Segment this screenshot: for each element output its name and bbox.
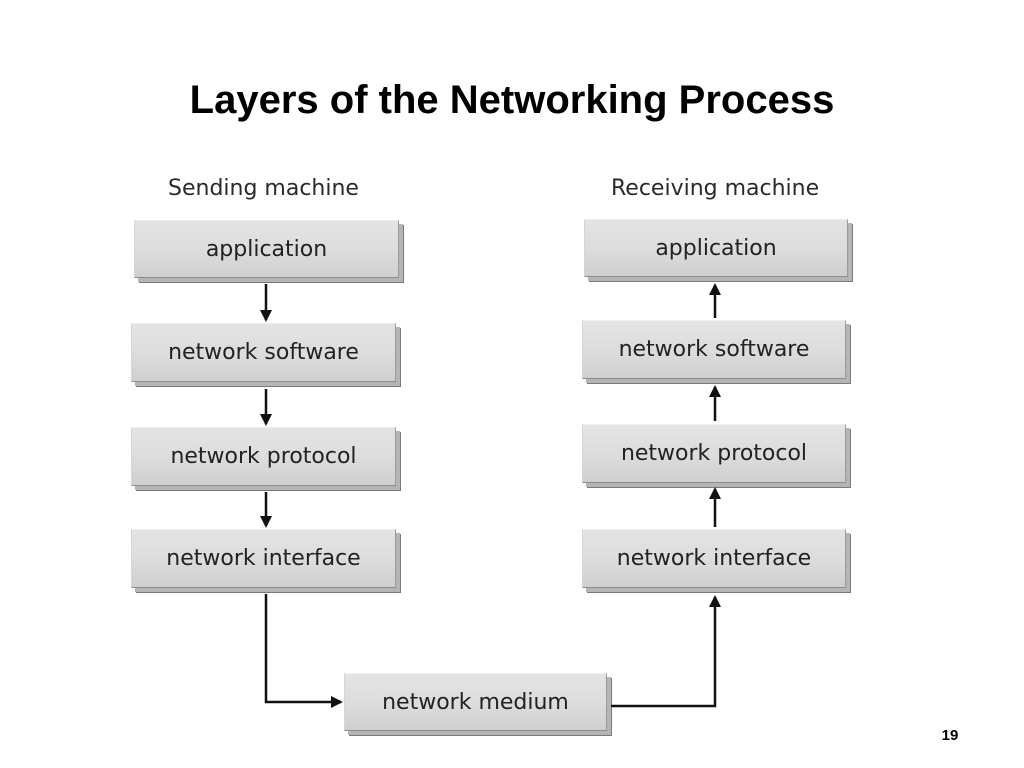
receiving-machine-heading: Receiving machine	[611, 176, 820, 201]
sending-layer-application: application	[134, 220, 399, 278]
slide-title: Layers of the Networking Process	[189, 78, 835, 122]
receiving-layer-network-software: network software	[582, 320, 846, 379]
layer-label: application	[655, 235, 777, 261]
layer-label: network protocol	[620, 441, 808, 466]
network-medium-label: network medium	[382, 689, 569, 715]
arrow-medium-to-interface	[611, 595, 721, 708]
network-medium-box: network medium	[344, 673, 607, 731]
sending-layer-network-interface: network interface	[131, 529, 396, 588]
receiving-layer-network-interface: network interface	[582, 529, 846, 588]
receiving-layer-network-protocol: network protocol	[582, 424, 846, 483]
layer-label: application	[205, 236, 328, 262]
layer-label: network interface	[166, 546, 361, 571]
receiving-layer-application: application	[584, 219, 848, 277]
sending-machine-heading: Sending machine	[168, 176, 359, 201]
slide-number: 19	[941, 727, 959, 744]
layer-label: network protocol	[170, 444, 357, 469]
sending-layer-network-software: network software	[131, 323, 396, 382]
arrow-interface-to-medium	[264, 594, 343, 708]
sending-layer-network-protocol: network protocol	[131, 427, 396, 486]
layer-label: network software	[618, 337, 810, 362]
layer-label: network software	[168, 340, 359, 365]
layer-label: network interface	[616, 546, 812, 571]
